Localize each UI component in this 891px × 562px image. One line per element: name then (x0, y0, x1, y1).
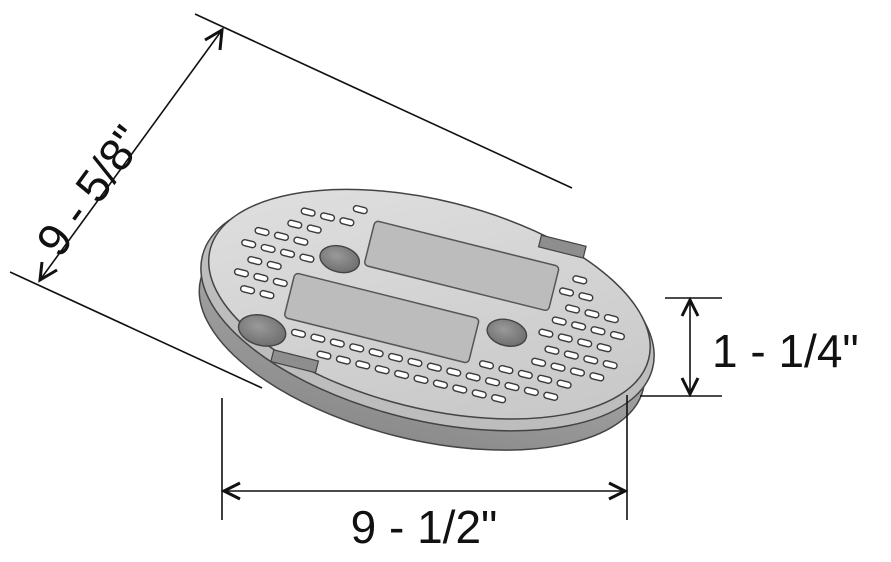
grate-slot (564, 304, 581, 314)
upper-panel (364, 220, 560, 312)
grate-slot (247, 255, 263, 266)
grate-slot (577, 338, 593, 348)
grate-slot (596, 343, 612, 353)
grate-slot (310, 333, 326, 343)
grate-slot (349, 343, 365, 353)
grate-slot (484, 377, 501, 387)
grate-slot (374, 365, 390, 375)
width-label: 9 - 1/2" (351, 501, 498, 553)
grate-slot (293, 236, 309, 246)
grate-slot (266, 260, 282, 271)
grate-slot (471, 389, 487, 399)
grate-slots (233, 204, 626, 404)
grate-slot (538, 328, 554, 338)
height-label: 1 - 1/4" (712, 325, 859, 377)
arrow-head-icon (220, 481, 241, 501)
grate-slot (432, 379, 448, 389)
grate-slot (329, 338, 345, 348)
grate-slot (253, 272, 269, 283)
grate-slot (299, 253, 315, 263)
screw-icon (486, 318, 528, 347)
lower-panel (284, 272, 480, 364)
rim-tab-bottom (270, 349, 320, 374)
grate-slot (241, 238, 257, 249)
grate-slot (306, 224, 322, 234)
grate-slot (387, 352, 404, 363)
grate-slot (290, 328, 307, 339)
grate-slot (446, 367, 462, 377)
grate-slot (543, 391, 559, 401)
grate-slot (407, 357, 423, 368)
grate-slot (300, 207, 316, 217)
grate-slot (279, 248, 296, 259)
arrow-head-icon (204, 27, 224, 51)
rim-tab-top (537, 234, 587, 259)
cover-panels (284, 220, 560, 364)
grate-slot (394, 369, 410, 380)
arrow-head-icon (608, 481, 629, 501)
grate-slot (339, 217, 355, 227)
diameter-line (39, 29, 223, 281)
grate-slot (578, 292, 594, 302)
grate-slot (550, 362, 566, 372)
grate-slot (352, 204, 368, 215)
screw-icon (319, 244, 361, 274)
grate-slot (584, 309, 600, 319)
grate-slot (609, 330, 626, 341)
grate-slot (452, 384, 468, 394)
grate-slot (426, 362, 442, 372)
grate-slot (254, 226, 270, 237)
grate-slot (583, 355, 599, 365)
grate-slot (316, 350, 332, 360)
drain-cover (198, 188, 655, 451)
grate-slot (272, 277, 288, 288)
grate-slot (465, 372, 481, 382)
grate-slot (571, 321, 587, 331)
height-dimension: 1 - 1/4" (640, 296, 859, 398)
grate-slot (413, 374, 429, 385)
grate-slot (590, 326, 606, 336)
width-dimension: 9 - 1/2" (220, 395, 629, 553)
grate-slot (517, 369, 533, 380)
diameter-label: 9 - 5/8" (26, 116, 154, 265)
grate-slot (498, 364, 514, 375)
grate-slot (260, 243, 276, 254)
extension-line-bottom (9, 271, 263, 389)
grate-slot (558, 287, 575, 297)
grate-slot (233, 268, 250, 278)
grate-slot (523, 386, 539, 397)
grate-slot (355, 360, 371, 370)
arrow-head-icon (680, 296, 700, 317)
grate-slot (537, 374, 553, 384)
grate-slot (259, 289, 275, 300)
arrow-head-icon (680, 377, 700, 398)
grate-slot (531, 357, 547, 367)
grate-slot (287, 219, 303, 229)
cover-screws (237, 244, 528, 347)
grate-slot (563, 350, 579, 360)
grate-slot (569, 367, 586, 377)
grate-slot (273, 231, 290, 242)
grate-slot (556, 379, 572, 389)
screw-icon (237, 314, 287, 347)
grate-slot (478, 360, 495, 370)
grate-slot (544, 345, 560, 355)
grate-slot (551, 316, 567, 326)
grate-slot (589, 372, 605, 382)
extension-line-top (194, 13, 573, 189)
grate-slot (603, 313, 619, 324)
grate-slot (602, 360, 618, 370)
grate-slot (491, 394, 507, 404)
grate-slot (504, 381, 520, 392)
grate-slot (368, 348, 384, 358)
grate-slot (239, 285, 256, 295)
grate-slot (572, 275, 588, 285)
arrow-head-icon (38, 261, 58, 283)
grate-slot (319, 212, 336, 222)
grate-slot (335, 355, 351, 365)
grate-slot (557, 333, 573, 343)
